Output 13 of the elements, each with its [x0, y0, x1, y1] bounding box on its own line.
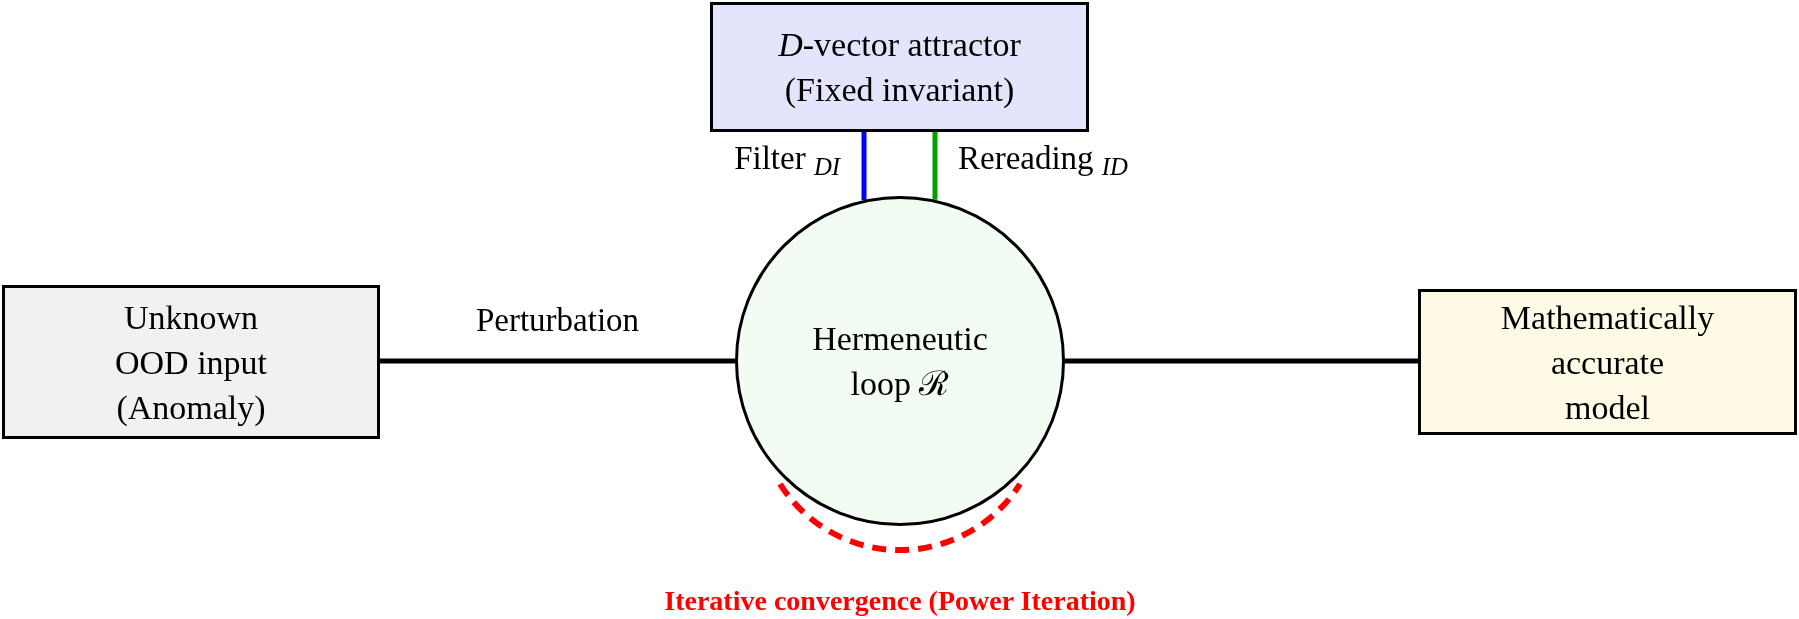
edge-label: Perturbation [474, 301, 641, 340]
caption-text: Iterative convergence (Power Iteration) [663, 584, 1137, 618]
process-box [2, 285, 380, 439]
process-box [1418, 289, 1797, 435]
node-text: Unknown OOD input (Anomaly) [113, 297, 269, 428]
connector-line [1065, 358, 1418, 364]
node-text: Hermeneutic loop ℛ [811, 319, 989, 404]
edge-label: Filter $_{DI}$ [733, 139, 840, 181]
node-text: D-vector attractor (Fixed invariant) [777, 25, 1022, 110]
edge-label: Rereading $_{ID}$ [958, 139, 1129, 181]
process-box [710, 2, 1089, 132]
connector-line [380, 358, 735, 364]
node-text: Mathematically accurate model [1499, 297, 1716, 428]
